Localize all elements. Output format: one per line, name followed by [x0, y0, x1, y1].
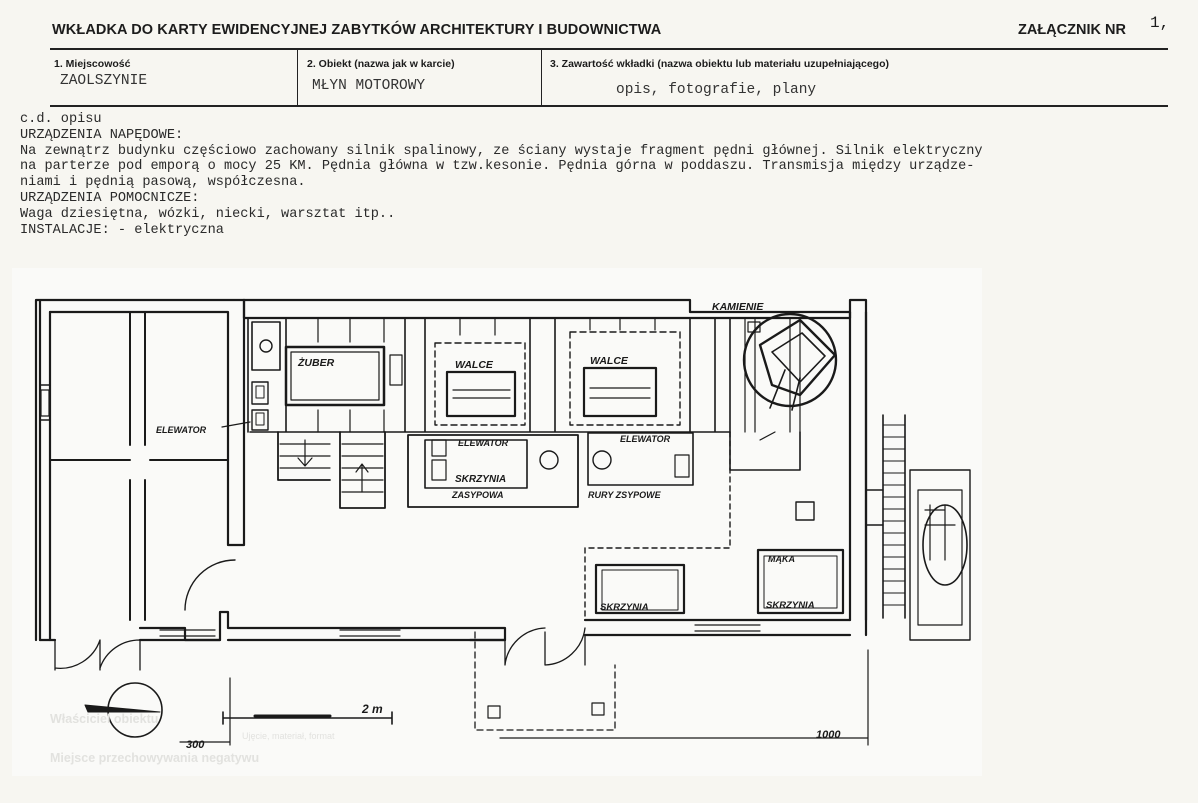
label-scale: 2 m [361, 702, 383, 716]
locality-label: 1. Miejscowość [54, 58, 131, 70]
faint-owner-label: Właściciel obiektu [50, 712, 159, 726]
floor-plan-drawing: KAMIENIE ŻUBER WALCE WALCE ELEWATOR ELEW… [34, 298, 971, 751]
label-dim-300: 300 [186, 739, 205, 751]
form-title: WKŁADKA DO KARTY EWIDENCYJNEJ ZABYTKÓW A… [52, 22, 662, 38]
label-kamienie: KAMIENIE [712, 301, 764, 313]
description-line: c.d. opisu [20, 112, 102, 127]
object-label: 2. Obiekt (nazwa jak w karcie) [307, 58, 455, 70]
locality-value: ZAOLSZYNIE [60, 73, 148, 89]
faint-storage-label: Miejsce przechowywania negatywu [50, 751, 260, 765]
label-skrzynia-zasypowa-2: ZASYPOWA [451, 490, 504, 500]
header-top-rule [50, 48, 1168, 50]
header-bottom-rule [50, 105, 1168, 107]
floor-plan-photo: KAMIENIE ŻUBER WALCE WALCE ELEWATOR ELEW… [12, 268, 982, 776]
label-elewator-3: ELEWATOR [620, 434, 671, 444]
faint-shot-label: Ujęcie, materiał, format [242, 731, 335, 741]
contents-value: opis, fotografie, plany [616, 82, 817, 98]
label-walce-1: WALCE [455, 359, 494, 371]
description-line: niami i pędnią pasową, współczesna. [20, 175, 306, 191]
field-divider-1 [297, 50, 298, 106]
annex-label: ZAŁĄCZNIK NR [1018, 22, 1126, 38]
object-value: MŁYN MOTOROWY [312, 78, 426, 94]
label-skrzynia-zasypowa-1: SKRZYNIA [455, 474, 506, 485]
label-elewator-2: ELEWATOR [458, 438, 509, 448]
description-line: INSTALACJE: - elektryczna [20, 222, 224, 238]
label-elewator-1: ELEWATOR [156, 425, 207, 435]
label-skrzynia-2: SKRZYNIA [766, 600, 815, 611]
contents-label: 3. Zawartość wkładki (nazwa obiektu lub … [550, 58, 889, 70]
label-zuber: ŻUBER [297, 356, 335, 369]
description-line: Waga dziesiętna, wózki, niecki, warsztat… [20, 206, 396, 222]
label-maka: MĄKA [768, 554, 795, 564]
description-line: URZĄDZENIA NAPĘDOWE: [20, 127, 184, 143]
label-dim-1000: 1000 [816, 729, 841, 741]
description-text: c.d. opisu URZĄDZENIA NAPĘDOWE: Na zewną… [20, 112, 1196, 238]
description-line: Na zewnątrz budynku częściowo zachowany … [20, 143, 983, 159]
description-line: na parterze pod emporą o mocy 25 KM. Pęd… [20, 159, 975, 175]
description-line: URZĄDZENIA POMOCNICZE: [20, 190, 200, 206]
label-walce-2: WALCE [590, 355, 629, 367]
label-rury-zsypowe: RURY ZSYPOWE [588, 490, 662, 500]
annex-number: 1, [1150, 14, 1170, 32]
field-divider-2 [541, 50, 542, 106]
label-skrzynia-1: SKRZYNIA [600, 602, 649, 613]
